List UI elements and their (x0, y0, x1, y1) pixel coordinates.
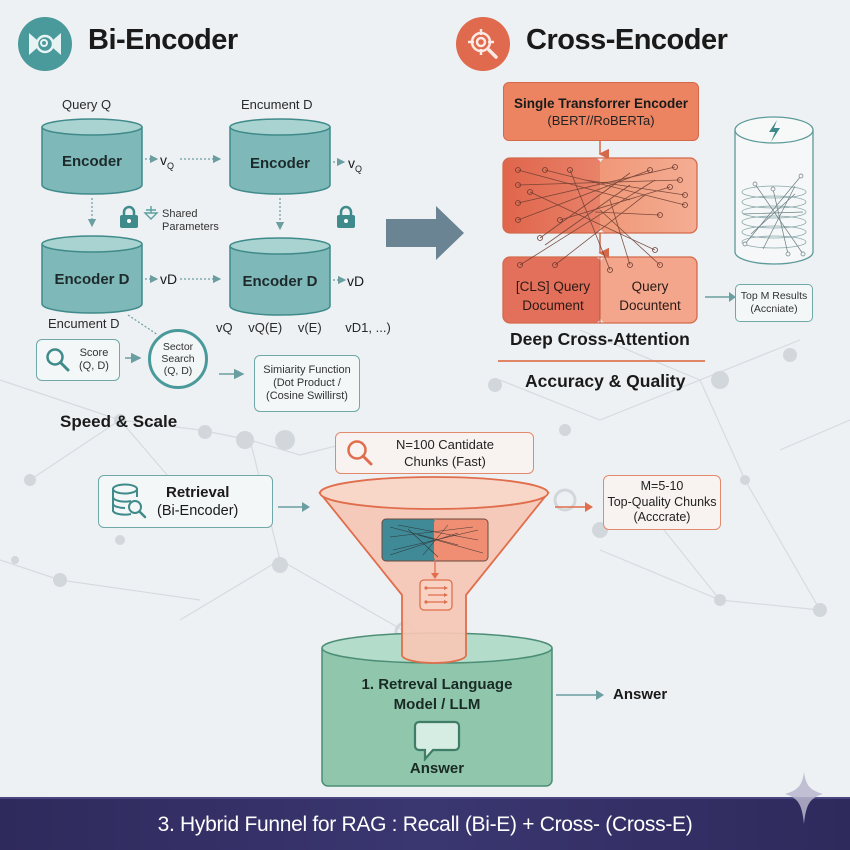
exchange-arrows-icon (426, 587, 446, 603)
cross-encoder-tagline: Accuracy & Quality (525, 371, 686, 391)
encoder-d-right-cylinder: Encoder D (228, 236, 332, 318)
sparkle-icon (785, 772, 823, 824)
deep-cross-attention-label: Deep Cross-Attention (510, 329, 690, 349)
bi-encoder-title: Bi-Encoder (88, 24, 238, 56)
llm-answer-label: Answer (409, 760, 465, 777)
query-label: Query Q (62, 97, 112, 112)
top-results-box: Top M Results (Accniate) (735, 284, 813, 322)
cross-attention-diagram (502, 141, 698, 324)
transformer-encoder-box: Single Transforrer Encoder (BERT//RoBERT… (503, 82, 699, 141)
top-quality-chunks-box: M=5-10 Top-Quality Chunks (Acccrate) (603, 475, 721, 530)
cross-encoder-icon-badge (456, 17, 510, 71)
arrow-to-funnel (278, 502, 310, 512)
document-label-top: Encument D (241, 97, 313, 112)
encoder-d-left-cylinder: Encoder D (40, 234, 144, 316)
footer-banner: 3. Hybrid Funnel for RAG : Recall (Bi-E)… (0, 797, 850, 850)
footer-title: 3. Hybrid Funnel for RAG : Recall (Bi-E)… (157, 812, 693, 836)
document-label-bottom: Encument D (48, 316, 120, 331)
document-encoder-cylinder: Encoder (228, 117, 332, 197)
share-icon (143, 206, 159, 220)
arrow-to-top-results (705, 292, 736, 302)
magnifier-icon (46, 348, 70, 372)
arrow-to-answer (556, 690, 604, 700)
lightning-icon (769, 120, 780, 142)
vector-search-node: Sector Search (Q, D) (148, 329, 208, 389)
lock-icon (337, 205, 355, 228)
query-vector-label-2: vQ (348, 155, 363, 174)
encoder-d-right-label: Encoder D (242, 273, 318, 290)
bi-encoder-connectors (87, 154, 347, 380)
document-vector-label-1: vD (160, 271, 178, 287)
vector-item: vQ(E) (248, 320, 283, 335)
chat-bubble-icon (413, 720, 461, 762)
score-box: Score (Q, D) (36, 339, 120, 381)
divider (498, 360, 705, 362)
vectors-row: vQ vQ(E) v(E) vD1, ...) (216, 320, 391, 335)
magnifier-icon (347, 440, 373, 466)
cls-query-document-label: [CLS] Query Document (515, 279, 591, 313)
query-vector-label-1: vQ (160, 152, 175, 171)
database-search-icon (112, 483, 147, 518)
query-document-label: Query Docuntent (619, 279, 681, 313)
target-search-icon (468, 29, 498, 59)
bi-encoder-tagline: Speed & Scale (60, 412, 178, 431)
llm-label: 1. Retreval Language Model / LLM (361, 676, 513, 713)
query-encoder-label: Encoder (61, 153, 122, 170)
vector-item: v(E) (297, 320, 322, 335)
candidate-chunks-box: N=100 Cantidate Chunks (Fast) (335, 432, 534, 474)
right-arrow-icon (386, 206, 464, 260)
eye-icon (29, 33, 61, 55)
vector-item: vD1, ...) (345, 320, 391, 335)
shared-parameters-label: Shared Parameters (162, 208, 219, 233)
cross-encoder-title: Cross-Encoder (526, 24, 728, 56)
similarity-function-box: Simiarity Function (Dot Product / (Cosin… (254, 355, 360, 412)
funnel (318, 476, 550, 664)
vector-item: vQ (216, 320, 233, 335)
document-vector-label-2: vD (347, 273, 365, 289)
document-encoder-label: Encoder (249, 155, 310, 172)
final-answer-label: Answer (613, 686, 668, 703)
arrow-to-top-quality (555, 502, 593, 512)
query-encoder-cylinder: Encoder (40, 117, 144, 197)
lock-icon (120, 205, 138, 228)
encoder-d-left-label: Encoder D (54, 271, 130, 288)
retrieval-bi-encoder-box: Retrieval (Bi-Encoder) (98, 475, 273, 528)
vector-database-icon (734, 116, 814, 265)
bi-encoder-icon-badge (18, 17, 72, 71)
